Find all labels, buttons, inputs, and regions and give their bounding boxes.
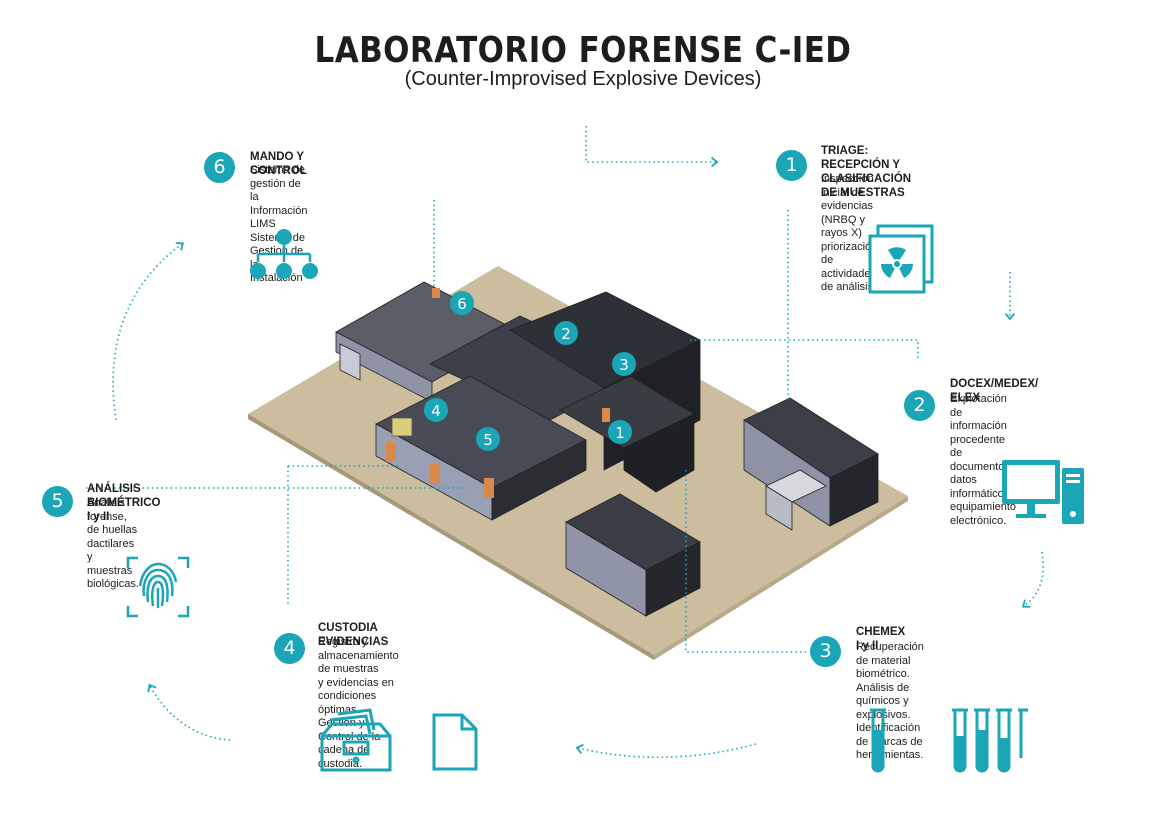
fingerprint-icon bbox=[126, 556, 190, 618]
step-description: Explotación de información procedente de… bbox=[950, 393, 1017, 527]
step-number-badge: 1 bbox=[776, 150, 807, 181]
building-modules bbox=[335, 281, 879, 617]
orange-fittings bbox=[386, 288, 610, 498]
map-markers: 6 2 3 4 5 1 bbox=[424, 291, 636, 451]
computer-icon bbox=[1002, 460, 1084, 524]
map-marker-label: 3 bbox=[619, 356, 629, 374]
step-description: Inspección inicial de evidencias (NRBQ y… bbox=[821, 173, 878, 293]
step-title: CUSTODIA EVIDENCIAS bbox=[318, 622, 389, 648]
step-number-badge: 6 bbox=[204, 152, 235, 183]
file-cabinet-icon bbox=[320, 708, 392, 772]
step-title: TRIAGE: RECEPCIÓN Y CLASIFICACIÓN DE MUE… bbox=[821, 145, 912, 199]
map-marker-6 bbox=[450, 291, 474, 315]
step-number-badge: 4 bbox=[274, 633, 305, 664]
test-tubes-icon bbox=[870, 708, 1028, 773]
map-marker-label: 4 bbox=[431, 402, 441, 420]
step-title: ANÁLISIS BIOMÉTRICO I y II bbox=[87, 483, 161, 523]
radiation-documents-icon bbox=[868, 224, 934, 294]
map-marker-label: 2 bbox=[561, 325, 571, 343]
leader-lines bbox=[86, 200, 919, 653]
step-title: MANDO Y CONTROL bbox=[250, 151, 307, 177]
map-marker-3 bbox=[612, 352, 636, 376]
page-subtitle: (Counter-Improvised Explosive Devices) bbox=[404, 68, 762, 90]
flow-arrows bbox=[112, 126, 1044, 759]
document-icon bbox=[432, 713, 478, 771]
map-marker-label: 1 bbox=[615, 424, 625, 442]
map-marker-2 bbox=[554, 321, 578, 345]
map-marker-4 bbox=[424, 398, 448, 422]
step-description: Análisis forense, de huellas dactilares … bbox=[87, 497, 139, 590]
step-number-badge: 5 bbox=[42, 486, 73, 517]
step-number-badge: 2 bbox=[904, 390, 935, 421]
step-number-badge: 3 bbox=[810, 636, 841, 667]
page-title: LABORATORIO FORENSE C-IED bbox=[314, 30, 852, 71]
network-hierarchy-icon bbox=[250, 229, 318, 279]
step-title: CHEMEX I y II bbox=[856, 626, 906, 652]
map-marker-label: 6 bbox=[457, 295, 467, 313]
map-marker-label: 5 bbox=[483, 431, 493, 449]
map-marker-1 bbox=[608, 420, 632, 444]
map-marker-5 bbox=[476, 427, 500, 451]
step-title: DOCEX/MEDEX/ ELEX bbox=[950, 378, 1039, 404]
